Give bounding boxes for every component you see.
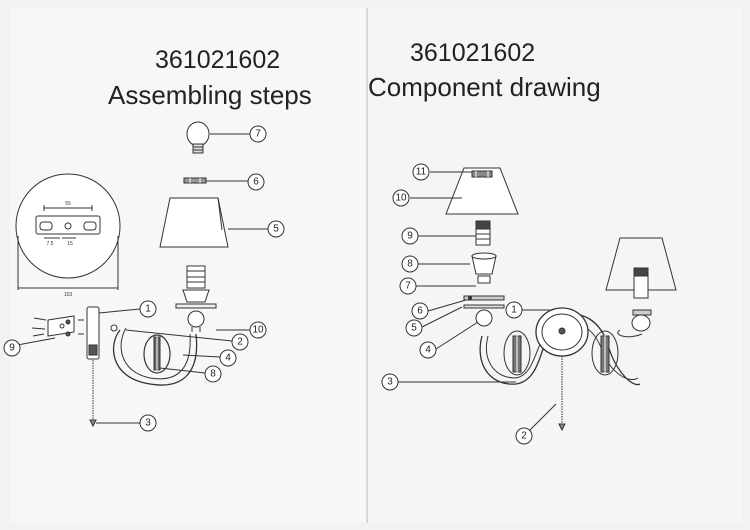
svg-text:7: 7 — [405, 281, 411, 292]
socket-assembly — [175, 265, 217, 332]
assembly-diagram: 55 7.5 15 103 7 6 5 1 10 2 4 8 3 9 — [3, 121, 285, 432]
svg-text:4: 4 — [425, 345, 431, 356]
dim-label-15: 15 — [67, 241, 73, 247]
svg-text:6: 6 — [417, 306, 423, 317]
right-model-number: 361021602 — [410, 39, 536, 67]
callout-10: 10 — [249, 321, 267, 339]
callout-7: 7 — [249, 125, 267, 143]
page-fold — [366, 8, 368, 523]
wall-backplate — [535, 307, 589, 432]
svg-text:9: 9 — [407, 231, 413, 242]
callout-6: 6 — [247, 173, 265, 191]
callout-4: 4 — [219, 349, 237, 367]
svg-text:1: 1 — [511, 305, 517, 316]
shade-ring-part — [183, 177, 248, 184]
right-leader-lines — [398, 171, 557, 434]
svg-text:11: 11 — [416, 167, 427, 178]
wall-plate — [86, 306, 118, 428]
right-heading: Component drawing — [368, 72, 601, 102]
bulb-part — [186, 121, 250, 154]
callout-8: 8 — [401, 255, 419, 273]
svg-text:6: 6 — [253, 177, 259, 188]
lamp-arm — [112, 327, 198, 386]
svg-text:9: 9 — [9, 343, 15, 354]
svg-text:5: 5 — [411, 323, 417, 334]
dim-label-7-5: 7.5 — [47, 241, 54, 247]
svg-text:3: 3 — [145, 418, 151, 429]
left-heading: Assembling steps — [108, 80, 312, 110]
exploded-socket — [475, 220, 491, 246]
svg-text:10: 10 — [395, 193, 407, 204]
svg-text:10: 10 — [252, 325, 264, 336]
left-model-number: 361021602 — [155, 46, 281, 74]
svg-text:4: 4 — [225, 353, 231, 364]
callout-4: 4 — [419, 341, 437, 359]
svg-text:8: 8 — [210, 369, 216, 380]
lamp-shade-part — [159, 197, 268, 248]
callout-9: 9 — [3, 339, 21, 357]
callout-7: 7 — [399, 277, 417, 295]
callout-2: 2 — [231, 333, 249, 351]
callout-1: 1 — [139, 300, 157, 318]
callout-2: 2 — [515, 427, 533, 445]
callout-10: 10 — [392, 189, 410, 207]
svg-text:5: 5 — [273, 224, 279, 235]
callout-3: 3 — [139, 414, 157, 432]
svg-text:3: 3 — [387, 377, 393, 388]
svg-text:1: 1 — [145, 304, 151, 315]
bracket-detail-view: 55 7.5 15 103 — [15, 173, 121, 298]
callout-11: 11 — [412, 163, 430, 181]
callout-5: 5 — [405, 319, 423, 337]
exploded-shade — [445, 167, 519, 215]
callout-3: 3 — [381, 373, 399, 391]
mounting-hardware — [11, 315, 84, 347]
callout-9: 9 — [401, 227, 419, 245]
svg-text:8: 8 — [407, 259, 413, 270]
component-diagram: 11 10 9 8 7 6 1 5 4 3 2 — [381, 163, 677, 445]
right-page — [368, 8, 742, 523]
svg-text:7: 7 — [255, 129, 261, 140]
callout-5: 5 — [267, 220, 285, 238]
exploded-cup — [463, 252, 505, 327]
callout-1: 1 — [505, 301, 523, 319]
callout-6: 6 — [411, 302, 429, 320]
left-leader-lines — [96, 308, 250, 424]
chandelier-arms — [479, 237, 677, 386]
dim-label-55: 55 — [65, 201, 71, 207]
dim-label-103: 103 — [64, 292, 73, 298]
svg-text:2: 2 — [237, 337, 243, 348]
svg-text:2: 2 — [521, 431, 527, 442]
callout-8: 8 — [204, 365, 222, 383]
